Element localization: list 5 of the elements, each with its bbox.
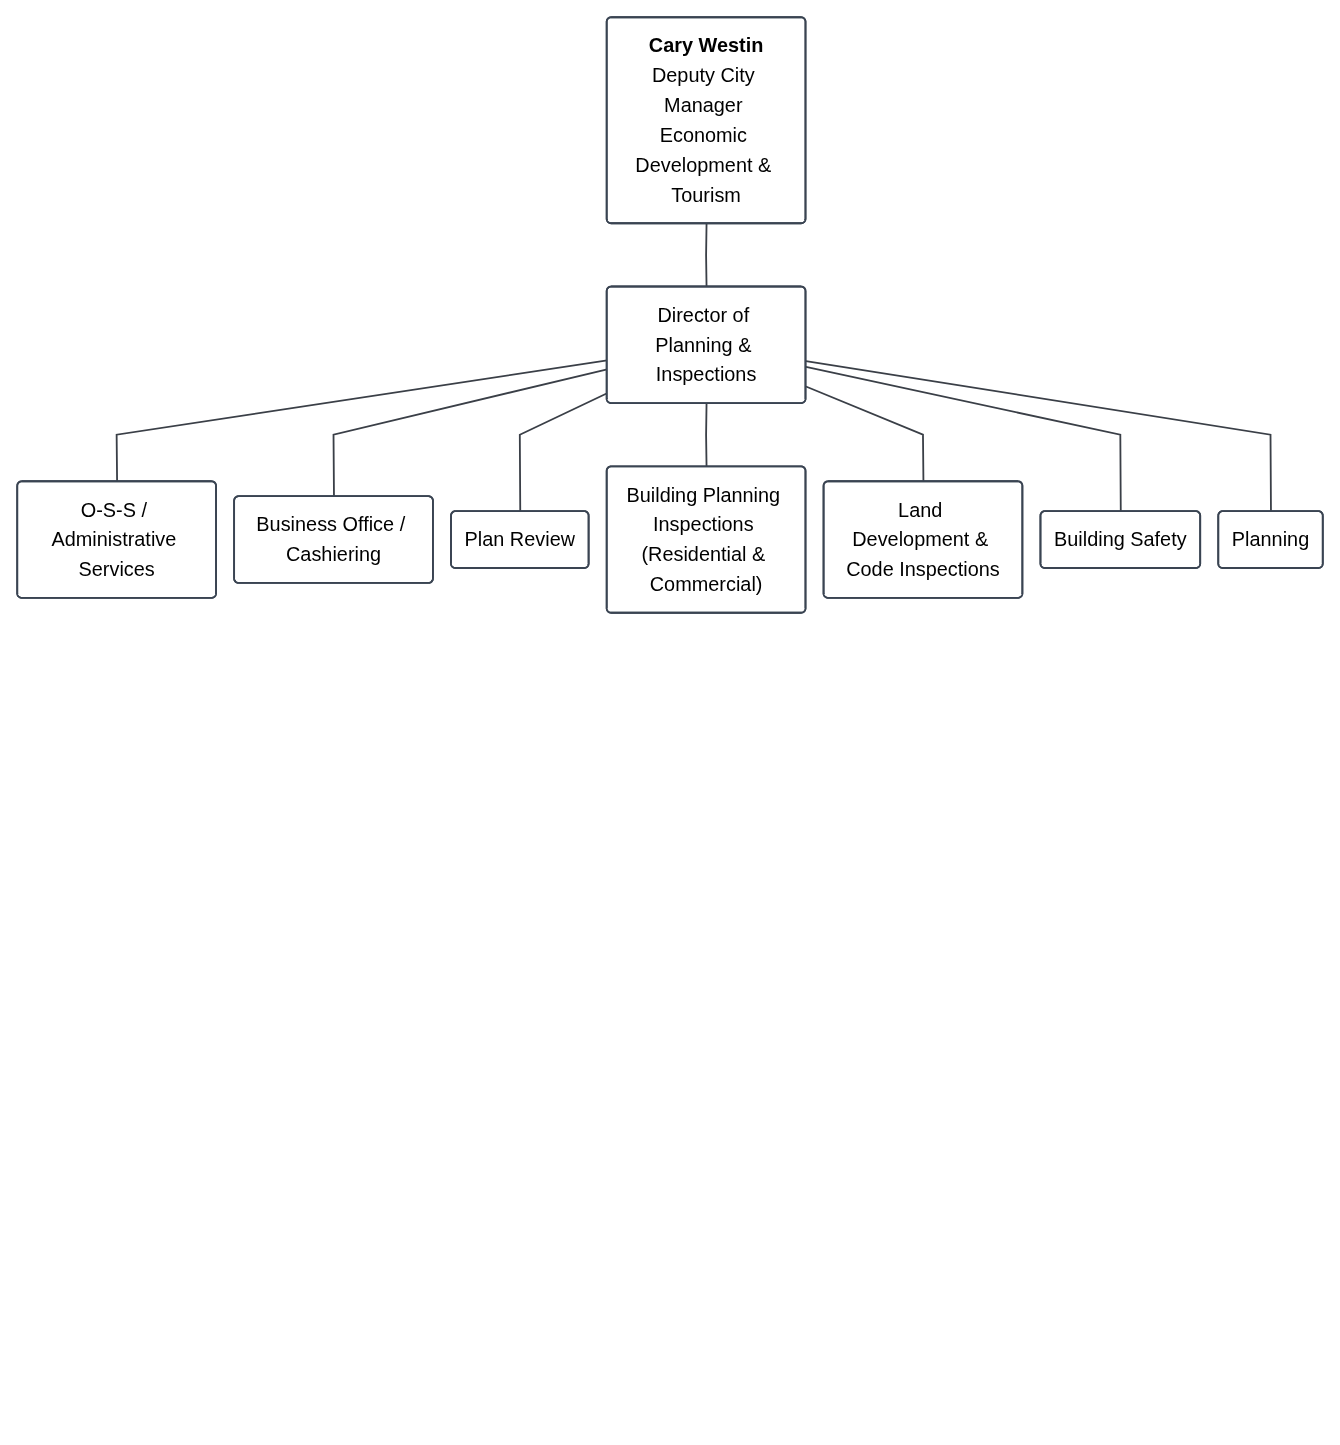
connector — [705, 222, 708, 288]
connector — [805, 385, 925, 483]
connector — [705, 402, 708, 468]
connector — [805, 365, 1122, 513]
connector — [805, 360, 1272, 513]
